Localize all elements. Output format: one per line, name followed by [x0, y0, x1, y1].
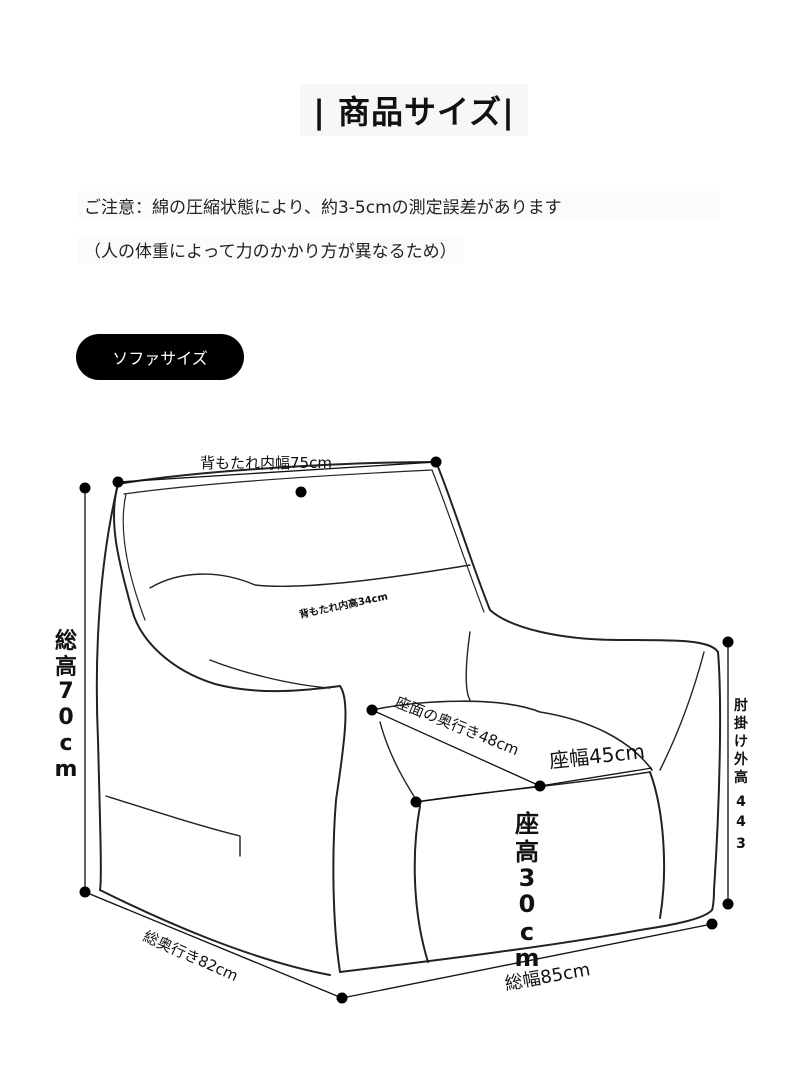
- armrest-height-char: 4: [736, 814, 746, 830]
- total-height-char: c: [59, 731, 72, 756]
- dot-front-left: [336, 992, 348, 1004]
- dot-arm-top: [722, 636, 734, 648]
- total-height-char: 高: [55, 654, 77, 680]
- armrest-height-char: 高: [734, 769, 748, 786]
- seat-height-char: m: [514, 944, 539, 972]
- dot-arm-bottom: [722, 898, 734, 910]
- dot-back-left: [112, 476, 124, 488]
- dot-height-bottom: [79, 886, 91, 898]
- measurement-note: ご注意：綿の圧縮状態により、約3-5cmの測定誤差があります: [78, 191, 720, 220]
- dot-back-center: [295, 486, 307, 498]
- page-title: | 商品サイズ|: [300, 84, 528, 136]
- sofa-size-pill: ソファサイズ: [76, 334, 244, 380]
- total-height-char: 7: [58, 679, 73, 704]
- seat-height-char: 0: [519, 890, 536, 918]
- armrest-height-char: け: [734, 734, 748, 750]
- seat-height-char: c: [520, 918, 534, 946]
- dot-seat-back: [366, 704, 378, 716]
- armrest-height-char: 外: [734, 751, 748, 768]
- dot-seat-left: [410, 796, 422, 808]
- armrest-height-label: 肘 掛 け 外 高 4 4 3: [734, 698, 748, 852]
- seat-height-char: 高: [515, 838, 539, 866]
- seat-height-char: 座: [515, 810, 539, 838]
- dot-seat-front: [534, 780, 546, 792]
- back-inner-width-label: 背もたれ内幅75cm: [200, 454, 332, 472]
- armrest-height-char: 肘: [734, 698, 748, 714]
- sofa-illustration: [95, 461, 722, 976]
- armrest-height-char: 4: [736, 794, 746, 810]
- armrest-height-char: 3: [736, 836, 746, 852]
- dot-front-right: [706, 918, 718, 930]
- back-inner-height-label: 背もたれ内高34cm: [298, 589, 389, 620]
- total-height-char: 総: [55, 628, 77, 654]
- dot-back-right: [430, 456, 442, 468]
- weight-note: （人の体重によって力のかかり方が異なるため）: [78, 235, 463, 264]
- total-height-label: 総 高 7 0 c m: [55, 628, 78, 782]
- armrest-height-char: 掛: [734, 715, 748, 732]
- dot-height-top: [79, 482, 91, 494]
- seat-height-char: 3: [519, 864, 536, 892]
- seat-width-label: 座幅45cm: [548, 739, 646, 773]
- seat-height-label: 座 高 3 0 c m: [514, 810, 539, 972]
- total-height-char: m: [55, 757, 78, 782]
- total-height-char: 0: [58, 705, 73, 730]
